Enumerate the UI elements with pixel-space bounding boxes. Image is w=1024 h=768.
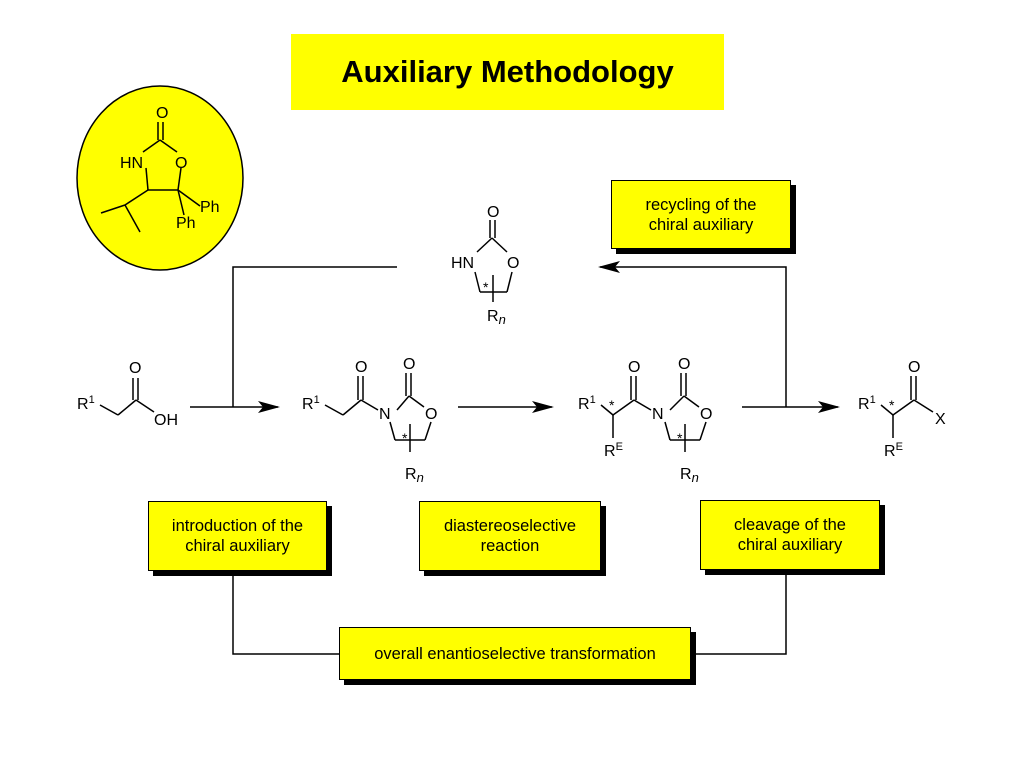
acyl-ring-o: O [425, 406, 437, 423]
alkyl-n: N [652, 406, 664, 423]
featured-carbonyl-o: O [156, 105, 168, 122]
cleavage-label-box: cleavage of the chiral auxiliary [700, 500, 880, 570]
acid-r1: R1 [77, 394, 95, 413]
introduction-label: introduction of the chiral auxiliary [171, 517, 304, 555]
acid-carbonyl-o: O [129, 360, 141, 377]
alkyl-r1: R1 [578, 394, 596, 413]
acyl-r1: R1 [302, 394, 320, 413]
alkyl-stereo-mark: * [609, 397, 615, 413]
alkyl-ring-carbonyl-o: O [678, 356, 690, 373]
alkyl-carbonyl-o: O [628, 359, 640, 376]
diastereoselective-label: diastereoselective reaction [443, 517, 577, 555]
acid-structure: R1 O OH [77, 360, 178, 429]
alkyl-rn: Rn [680, 466, 699, 485]
featured-ring-o: O [175, 155, 187, 172]
cleavage-label: cleavage of the chiral auxiliary [734, 516, 846, 554]
bracket-right [694, 573, 787, 655]
alkyl-ring-o: O [700, 406, 712, 423]
product-stereo-mark: * [889, 397, 895, 413]
acyl-carbonyl-o: O [355, 359, 367, 376]
alkylated-auxiliary: R1 * RE O O N O * Rn [578, 356, 712, 485]
acyl-rn: Rn [405, 466, 424, 485]
recycling-label: recycling of the chiral auxiliary [645, 195, 757, 234]
overall-label: overall enantioselective transformation [374, 644, 656, 663]
aux-r-group: Rn [487, 308, 506, 327]
acyl-stereo-mark: * [402, 430, 408, 446]
product-re: RE [884, 441, 903, 460]
introduction-label-box: introduction of the chiral auxiliary [148, 501, 327, 571]
acyl-ring-carbonyl-o: O [403, 356, 415, 373]
overall-label-box: overall enantioselective transformation [339, 627, 691, 680]
alkyl-ring-stereo-mark: * [677, 430, 683, 446]
product-structure: R1 * O X RE [858, 359, 946, 460]
acylated-auxiliary: R1 O O N O * Rn [302, 356, 437, 485]
aux-hn: HN [451, 255, 474, 272]
acid-oh: OH [154, 412, 178, 429]
product-carbonyl-o: O [908, 359, 920, 376]
aux-stereo-mark: * [483, 279, 489, 295]
diastereoselective-label-box: diastereoselective reaction [419, 501, 601, 571]
auxiliary-feed-line [232, 266, 397, 407]
title-banner: Auxiliary Methodology [291, 34, 724, 110]
arrow-recycling [598, 261, 787, 407]
recycling-label-box: recycling of the chiral auxiliary [611, 180, 791, 249]
bracket-left [232, 574, 340, 655]
aux-carbonyl-o: O [487, 204, 499, 221]
page-title: Auxiliary Methodology [341, 54, 674, 89]
acyl-n: N [379, 406, 391, 423]
highlight-circle [76, 85, 244, 271]
featured-auxiliary: O HN O Ph Ph [76, 85, 244, 271]
featured-hn: HN [120, 155, 143, 172]
product-r1: R1 [858, 394, 876, 413]
alkyl-re: RE [604, 441, 623, 460]
auxiliary-structure: O HN O * Rn [451, 204, 519, 327]
featured-ph-2: Ph [176, 215, 196, 232]
aux-ring-o: O [507, 255, 519, 272]
reaction-arrows [190, 261, 840, 655]
featured-ph-1: Ph [200, 199, 220, 216]
product-x: X [935, 411, 946, 428]
